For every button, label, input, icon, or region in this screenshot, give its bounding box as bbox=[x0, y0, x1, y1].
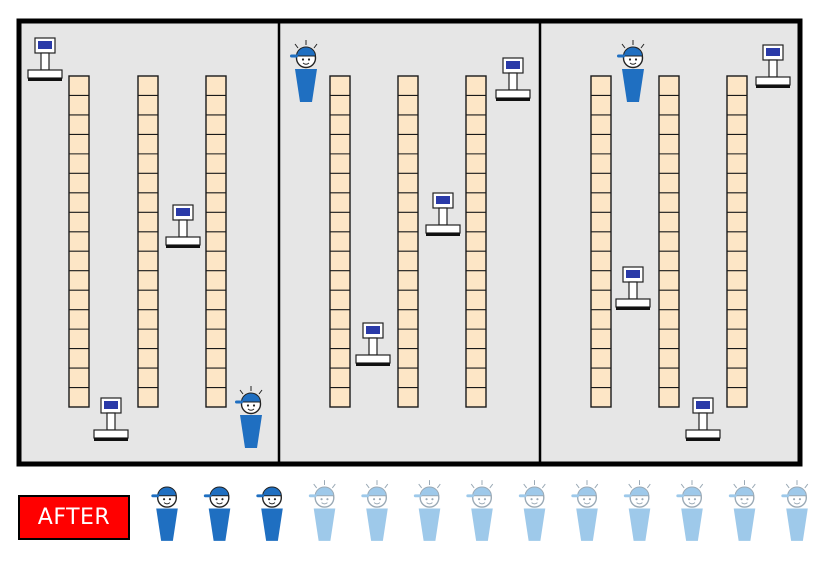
worker-icon bbox=[781, 480, 809, 541]
worker-layer bbox=[235, 40, 645, 448]
worker-icon bbox=[235, 386, 263, 448]
shelf-icon bbox=[329, 75, 351, 408]
shelf-icon bbox=[397, 75, 419, 408]
kiosk-layer bbox=[27, 37, 791, 441]
worker-icon bbox=[290, 40, 318, 102]
kiosk-terminal-icon bbox=[425, 192, 461, 236]
kiosk-terminal-icon bbox=[495, 57, 531, 101]
shelf-layer bbox=[68, 75, 748, 408]
worker-icon bbox=[676, 480, 704, 541]
kiosk-terminal-icon bbox=[355, 322, 391, 366]
shelf-icon bbox=[68, 75, 90, 408]
worker-icon bbox=[413, 480, 441, 541]
worker-icon bbox=[361, 480, 389, 541]
status-badge: AFTER bbox=[18, 495, 130, 540]
worker-icon bbox=[308, 480, 336, 541]
kiosk-terminal-icon bbox=[755, 44, 791, 88]
shelf-icon bbox=[137, 75, 159, 408]
worker-icon bbox=[518, 480, 546, 541]
shelf-icon bbox=[726, 75, 748, 408]
worker-icon bbox=[617, 40, 645, 102]
worker-icon bbox=[623, 480, 651, 541]
kiosk-terminal-icon bbox=[93, 397, 129, 441]
kiosk-terminal-icon bbox=[165, 204, 201, 248]
shelf-icon bbox=[658, 75, 680, 408]
worker-icon bbox=[728, 480, 756, 541]
kiosk-terminal-icon bbox=[685, 397, 721, 441]
status-badge-label: AFTER bbox=[37, 505, 111, 530]
kiosk-terminal-icon bbox=[27, 37, 63, 81]
worker-icon bbox=[571, 480, 599, 541]
worker-roster bbox=[151, 480, 809, 541]
shelf-icon bbox=[205, 75, 227, 408]
shelf-icon bbox=[590, 75, 612, 408]
worker-icon bbox=[151, 486, 178, 541]
worker-icon bbox=[256, 486, 283, 541]
worker-icon bbox=[203, 486, 231, 541]
worker-icon bbox=[466, 480, 494, 541]
kiosk-terminal-icon bbox=[615, 266, 651, 310]
shelf-icon bbox=[465, 75, 487, 408]
